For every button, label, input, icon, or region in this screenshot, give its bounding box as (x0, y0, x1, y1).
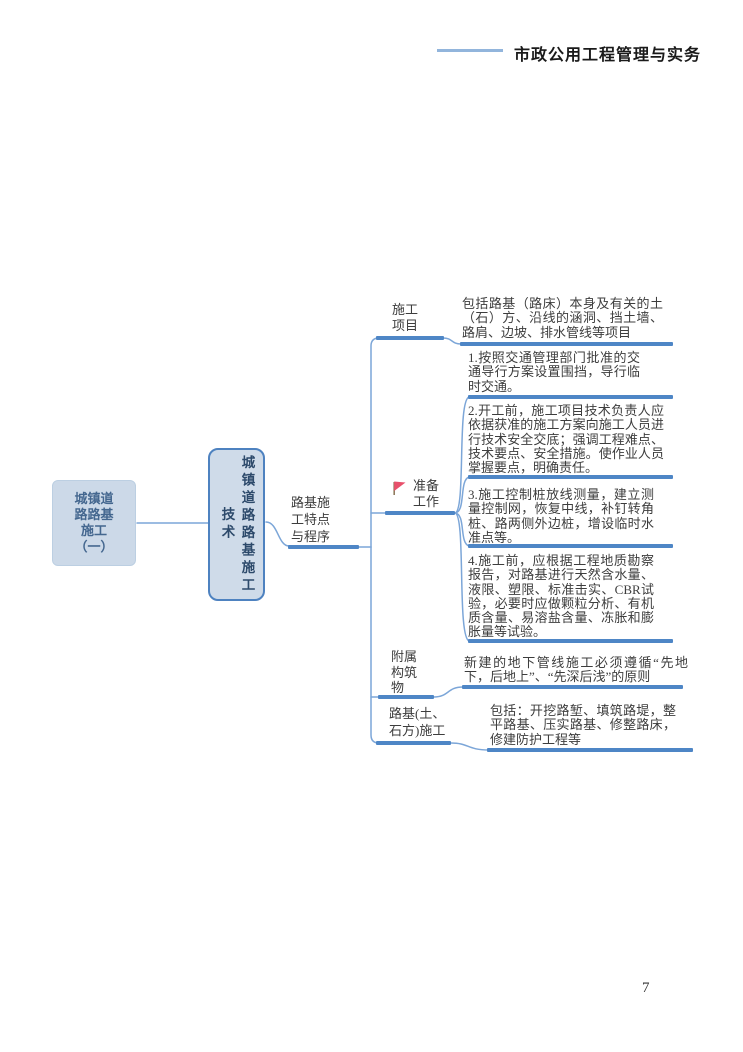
branch-label-auxiliary-structures: 附属 构筑 物 (391, 649, 418, 695)
prep-item-2: 2.开工前，施工项目技术负责人应依据获准的施工方案向施工人员进行技术安全交底；强… (468, 403, 664, 476)
note-line-construction-items (460, 342, 673, 346)
branch-line-preparation-work (385, 511, 455, 515)
topic-node: 城镇道路路基施工技术 (208, 448, 265, 601)
connector-earthwork-note (450, 742, 490, 751)
bracket-prep-4 (454, 512, 470, 642)
branch-label-preparation-work: 准备 工作 (413, 478, 440, 509)
connector-auxiliary-note (433, 686, 464, 698)
prep-item-1: 1.按照交通管理部门批准的交通导行方案设置围挡，导行临时交通。 (468, 350, 640, 394)
prep-item-4-line (468, 639, 673, 643)
branch-line-construction-items (376, 336, 444, 340)
branch-line-auxiliary-structures (378, 695, 434, 699)
prep-item-4: 4.施工前，应根据工程地质勘察报告，对路基进行天然含水量、液限、塑限、标准击实、… (468, 553, 654, 640)
branch-label-construction-items: 施工 项目 (392, 302, 419, 333)
red-flag-icon (393, 481, 406, 495)
page-number: 7 (642, 980, 650, 996)
prep-item-2-line (468, 475, 673, 479)
connector-topic-subtopic (265, 521, 290, 547)
connector-items-note (442, 337, 462, 345)
bracket-prep-1 (454, 396, 470, 514)
bracket-prep-2 (454, 476, 470, 514)
spine-upper (370, 337, 380, 548)
note-auxiliary-structures: 新建的地下管线施工必须遵循“先地下，后地上”、“先深后浅”的原则 (464, 655, 688, 685)
prep-item-3-line (468, 544, 673, 548)
subtopic-label: 路基施 工特点 与程序 (291, 495, 331, 544)
bracket-prep-3 (454, 512, 470, 547)
note-line-subgrade-earthwork (487, 748, 693, 752)
header-rule (437, 49, 503, 52)
spine-lower (370, 546, 380, 744)
subtopic-branch-line (288, 545, 359, 549)
root-node-label: 城镇道 路路基 施工 （一） (74, 491, 114, 554)
note-subgrade-earthwork: 包括：开挖路堑、填筑路堤，整平路基、压实路基、修整路床，修建防护工程等 (490, 703, 676, 747)
topic-node-label: 城镇道路路基施工技术 (219, 454, 255, 595)
header-book-title: 市政公用工程管理与实务 (514, 47, 702, 64)
prep-item-3: 3.施工控制桩放线测量，建立测量控制网，恢复中线，补钉转角桩、路两侧外边桩，增设… (468, 487, 654, 545)
branch-line-subgrade-earthwork (376, 741, 451, 745)
root-node: 城镇道 路路基 施工 （一） (52, 480, 136, 566)
note-line-auxiliary-structures (462, 685, 683, 689)
note-construction-items: 包括路基（路床）本身及有关的土（石）方、沿线的涵洞、挡土墙、路肩、边坡、排水管线… (462, 296, 663, 340)
prep-item-1-line (468, 395, 673, 399)
branch-label-subgrade-earthwork: 路基(土、 石方)施工 (389, 706, 446, 738)
